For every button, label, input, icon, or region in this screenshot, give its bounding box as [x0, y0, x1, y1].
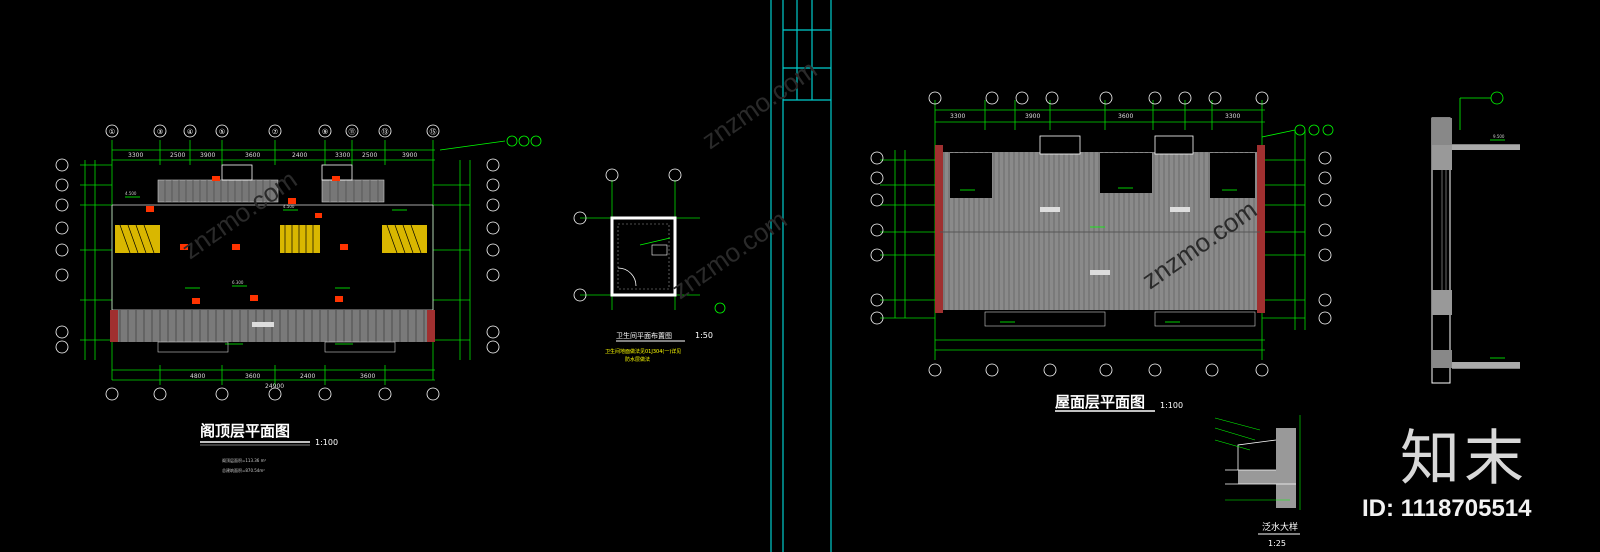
svg-text:2500: 2500: [170, 152, 185, 159]
elevation-label: 4.500: [125, 191, 137, 196]
svg-text:3900: 3900: [402, 152, 417, 159]
flashing-detail: 泛水大样 1:25: [1214, 415, 1301, 548]
axis-label: ⑬: [382, 128, 389, 136]
bathroom-note: 卫生间地面做法见01J304(一)详见: [605, 348, 681, 355]
svg-text:znzmo.com: znzmo.com: [696, 54, 822, 155]
roof-plan-scale: 1:100: [1160, 401, 1183, 410]
roof-plan-title: 屋面层平面图: [1055, 393, 1145, 411]
axis-label: ①: [109, 128, 115, 136]
axis-label: ⑦: [272, 128, 278, 136]
image-id-label: ID: 1118705514: [1362, 495, 1532, 522]
roof-floor-plan: 3300 3900 3600 3300: [870, 91, 1334, 412]
svg-text:3300: 3300: [128, 152, 143, 159]
axis-bubbles-top: [105, 124, 440, 138]
dimension-label: 3300: [950, 113, 965, 120]
detail-scale: 1:25: [1268, 539, 1286, 548]
axis-label: ⑮: [430, 128, 437, 136]
dimension-label: 3900: [1025, 113, 1040, 120]
dimension-label: 3300: [1225, 113, 1240, 120]
attic-floor-plan: 3300 2500 3900 3600 2400 3300 2500 3900 4800…: [55, 124, 542, 473]
bathroom-plan-scale: 1:50: [695, 331, 713, 340]
brand-watermark: 知末: [1400, 424, 1528, 494]
dimension-label: 3600: [1118, 113, 1133, 120]
svg-text:3900: 3900: [200, 152, 215, 159]
svg-text:2400: 2400: [292, 152, 307, 159]
axis-label: ③: [157, 128, 163, 136]
attic-area-note: 阁顶层面积=113.36 m²: [222, 457, 267, 463]
detail-title: 泛水大样: [1262, 521, 1298, 533]
sheet-frame: [770, 0, 832, 552]
svg-text:3600: 3600: [245, 373, 260, 380]
elevation-label: 9.500: [1493, 134, 1505, 139]
attic-plan-scale: 1:100: [315, 438, 338, 447]
total-area-note: 总建筑面积=870.54m²: [222, 467, 265, 473]
elevation-label: 4.500: [283, 204, 295, 209]
axis-label: ⑤: [219, 128, 225, 136]
bathroom-plan-title: 卫生间平面布置图: [616, 331, 672, 340]
bathroom-note: 防水层做法: [625, 356, 650, 363]
svg-text:3600: 3600: [360, 373, 375, 380]
attic-plan-title: 阁顶层平面图: [200, 422, 290, 440]
svg-text:2400: 2400: [300, 373, 315, 380]
svg-text:3300: 3300: [335, 152, 350, 159]
svg-text:2500: 2500: [362, 152, 377, 159]
svg-text:4800: 4800: [190, 373, 205, 380]
wall-section: 9.500: [1431, 91, 1520, 384]
stair-hatch: [115, 225, 427, 253]
axis-label: ⑨: [322, 128, 328, 136]
axis-label: ⑪: [349, 128, 356, 136]
bathroom-plan: 卫生间平面布置图 1:50 卫生间地面做法见01J304(一)详见 防水层做法: [573, 168, 726, 363]
elevation-label: 6.300: [232, 280, 244, 285]
svg-text:znzmo.com: znzmo.com: [666, 204, 792, 305]
svg-text:3600: 3600: [245, 152, 260, 159]
svg-text:24900: 24900: [265, 383, 284, 390]
axis-label: ④: [187, 128, 193, 136]
